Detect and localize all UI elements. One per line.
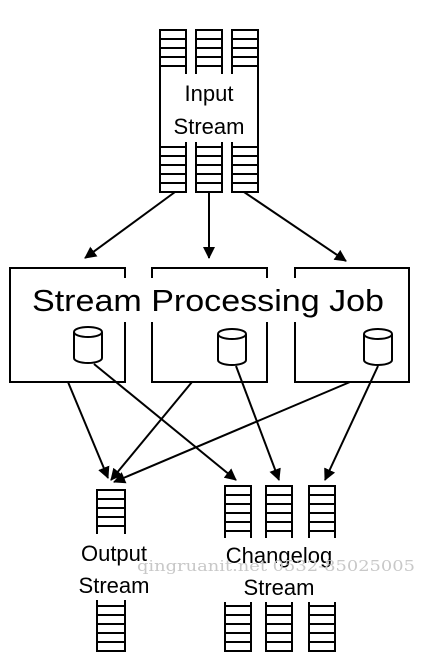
changelog-stream-label-line2: Stream	[244, 575, 315, 600]
input-stream	[159, 29, 259, 193]
watermark-text: qingruanit.net 0532-85025005	[137, 557, 415, 575]
local-state-stores	[73, 326, 393, 366]
output-arrows	[67, 363, 379, 484]
output-stream-label-line1: Output	[81, 541, 147, 566]
stream-processing-job	[9, 267, 410, 383]
database-icon	[73, 326, 103, 364]
output-stream	[66, 489, 162, 652]
changelog-stream	[208, 485, 354, 652]
database-icon	[363, 328, 393, 366]
input-stream-label-line1: Input	[185, 81, 234, 106]
output-stream-label-line2: Stream	[79, 573, 150, 598]
changelog-stream-label-line1: Changelog	[226, 543, 332, 568]
input-stream-label-line2: Stream	[174, 114, 245, 139]
input-arrows	[84, 191, 347, 262]
job-label: Stream Processing Job	[32, 283, 384, 318]
database-icon	[217, 328, 247, 366]
